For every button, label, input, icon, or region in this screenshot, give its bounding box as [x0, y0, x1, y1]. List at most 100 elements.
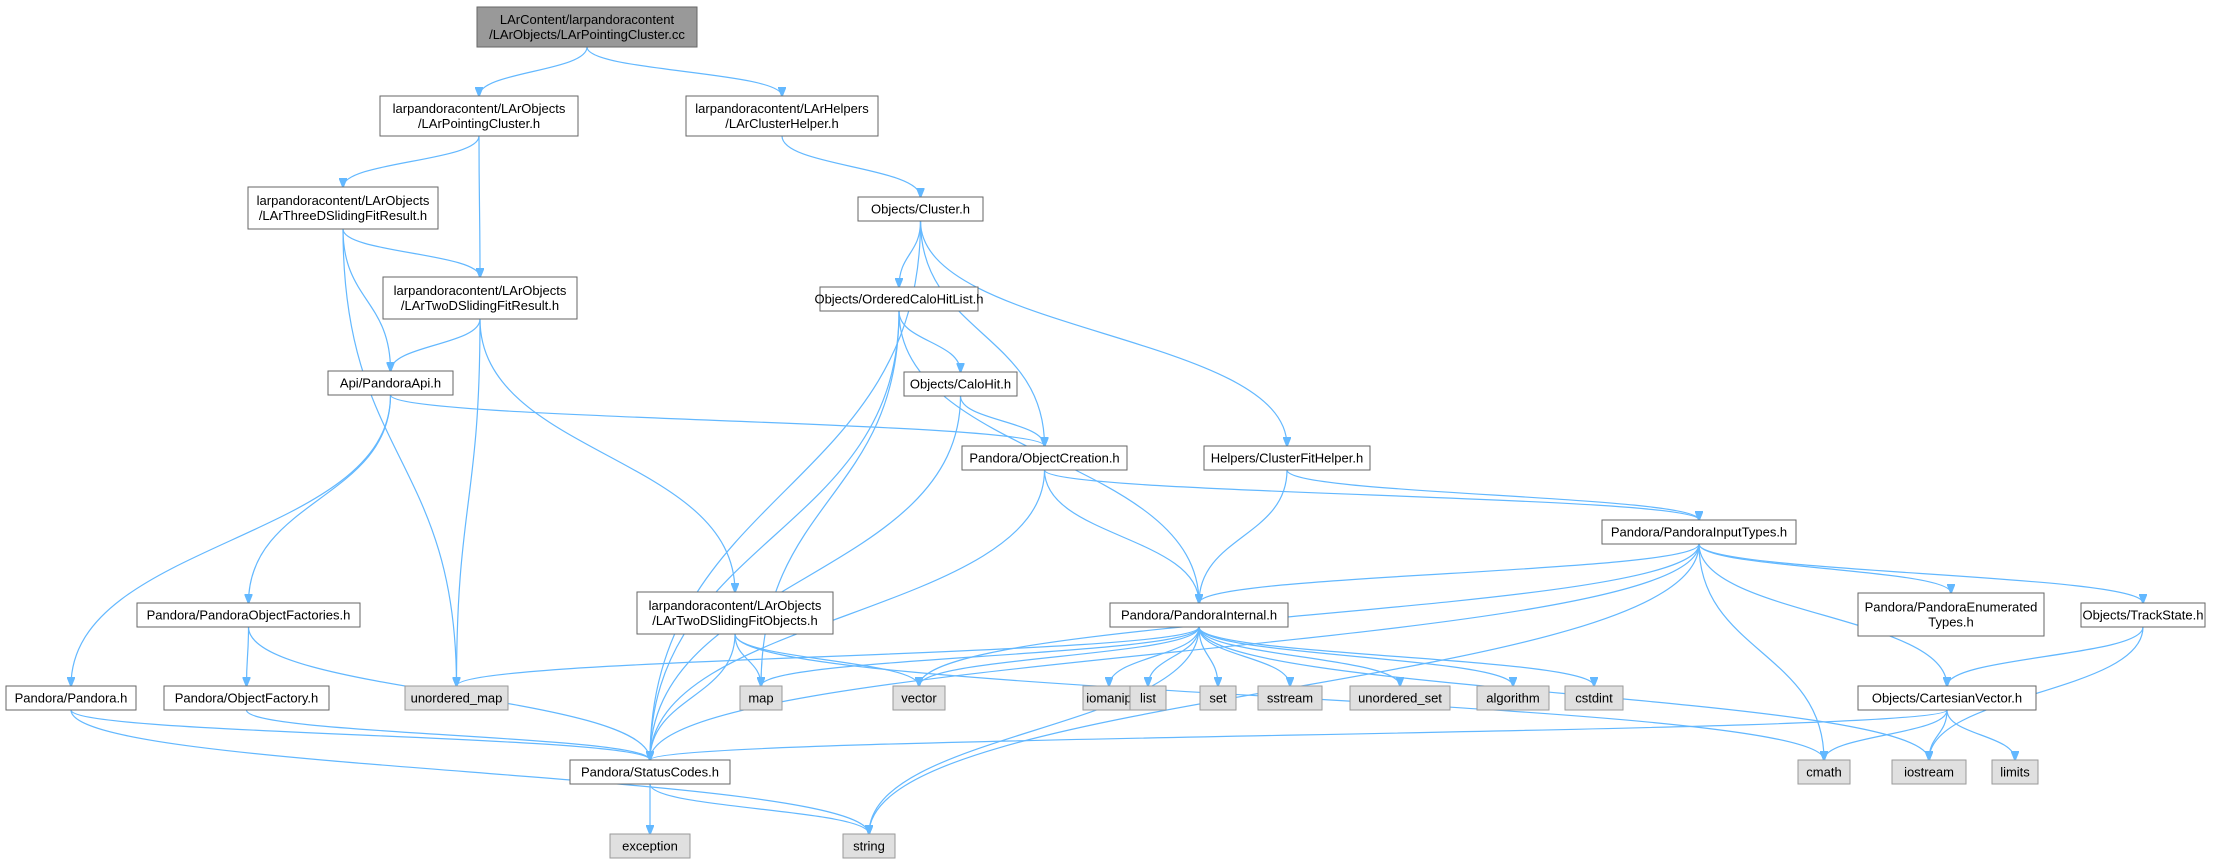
edge-trackstate-h-to-cartesian-h: [1947, 626, 2144, 686]
node-sstream: sstream: [1257, 685, 1323, 711]
node-two-h[interactable]: larpandoracontent/LArObjects/LArTwoDSlid…: [382, 276, 578, 320]
node-box: [2080, 602, 2206, 628]
edge-inputtypes-h-to-enumerated-h: [1698, 543, 1951, 593]
edge-internal-h-to-list: [1148, 626, 1200, 686]
edge-cluster-h-to-statuscodes-h: [650, 220, 922, 760]
edge-two-h-to-unordered-map: [457, 318, 481, 686]
node-box: [842, 833, 896, 859]
node-twoobjects-h[interactable]: larpandoracontent/LArObjects/LArTwoDSlid…: [636, 591, 834, 635]
node-pandora-h[interactable]: Pandora/Pandora.h: [5, 685, 137, 711]
edge-objfactories-h-to-objfactory-h: [247, 626, 249, 686]
node-three-h[interactable]: larpandoracontent/LArObjects/LArThreeDSl…: [247, 186, 439, 230]
edge-root-to-pointing-h: [479, 46, 588, 96]
node-label-line: larpandoracontent/LArObjects: [394, 283, 567, 298]
node-box: [857, 196, 984, 222]
node-label-line: Objects/CaloHit.h: [910, 377, 1011, 392]
edge-pandora-h-to-string: [70, 709, 869, 834]
node-label-line: Objects/OrderedCaloHitList.h: [814, 292, 983, 307]
node-inputtypes-h[interactable]: Pandora/PandoraInputTypes.h: [1601, 519, 1797, 545]
node-cstdint: cstdint: [1564, 685, 1624, 711]
edge-internal-h-to-sstream: [1198, 626, 1290, 686]
node-label-line: Objects/Cluster.h: [871, 202, 970, 217]
node-label-line: exception: [622, 839, 678, 854]
node-clusterhelper-h[interactable]: larpandoracontent/LArHelpers/LArClusterH…: [685, 95, 879, 137]
node-label-line: Pandora/ObjectCreation.h: [969, 451, 1119, 466]
node-box: [1857, 592, 2045, 637]
node-label-line: /LArTwoDSlidingFitResult.h: [401, 298, 559, 313]
node-objfactories-h[interactable]: Pandora/PandoraObjectFactories.h: [136, 602, 361, 628]
edge-internal-h-to-iomanip: [1109, 626, 1200, 686]
node-label-line: Pandora/StatusCodes.h: [581, 765, 719, 780]
edge-three-h-to-unordered-map: [342, 228, 457, 686]
node-map: map: [739, 685, 783, 711]
node-label-line: algorithm: [1486, 691, 1539, 706]
node-box: [892, 685, 946, 711]
node-label-line: iostream: [1904, 765, 1954, 780]
edge-internal-h-to-set: [1198, 626, 1218, 686]
edge-objcreation-h-to-internal-h: [1043, 469, 1200, 603]
node-label-line: unordered_map: [411, 691, 503, 706]
node-cartesian-h[interactable]: Objects/CartesianVector.h: [1857, 685, 2037, 711]
node-objfactory-h[interactable]: Pandora/ObjectFactory.h: [163, 685, 330, 711]
node-label-line: /LArObjects/LArPointingCluster.cc: [489, 27, 685, 42]
node-box: [961, 445, 1128, 471]
node-clusterfit-h[interactable]: Helpers/ClusterFitHelper.h: [1203, 445, 1371, 471]
node-box: [476, 6, 698, 48]
node-box: [1257, 685, 1323, 711]
node-objcreation-h[interactable]: Pandora/ObjectCreation.h: [961, 445, 1128, 471]
node-label-line: /LArTwoDSlidingFitObjects.h: [652, 613, 817, 628]
node-box: [247, 186, 439, 230]
edge-objcreation-h-to-inputtypes-h: [1043, 469, 1700, 520]
node-label-line: vector: [901, 691, 937, 706]
node-box: [609, 833, 691, 859]
node-box: [1082, 685, 1136, 711]
node-trackstate-h[interactable]: Objects/TrackState.h: [2080, 602, 2206, 628]
node-box: [1991, 759, 2039, 785]
node-limits: limits: [1991, 759, 2039, 785]
node-list: list: [1129, 685, 1167, 711]
node-iostream: iostream: [1891, 759, 1967, 785]
node-label-line: Pandora/Pandora.h: [15, 691, 128, 706]
node-label-line: cmath: [1806, 765, 1841, 780]
node-label-line: larpandoracontent/LArObjects: [393, 101, 566, 116]
node-ordered-h[interactable]: Objects/OrderedCaloHitList.h: [814, 286, 984, 312]
node-statuscodes-h[interactable]: Pandora/StatusCodes.h: [569, 759, 731, 785]
edge-internal-h-to-unordered-set: [1198, 626, 1400, 686]
edge-api-h-to-pandora-h: [71, 394, 392, 686]
node-box: [569, 759, 731, 785]
node-label-line: larpandoracontent/LArObjects: [257, 193, 430, 208]
node-box: [1129, 685, 1167, 711]
node-box: [163, 685, 330, 711]
node-pointing-h[interactable]: larpandoracontent/LArObjects/LArPointing…: [379, 95, 579, 137]
node-box: [1601, 519, 1797, 545]
edge-clusterhelper-h-to-cluster-h: [781, 135, 921, 197]
node-set: set: [1199, 685, 1237, 711]
node-box: [1109, 602, 1289, 628]
node-box: [1857, 685, 2037, 711]
node-box: [379, 95, 579, 137]
node-label-line: /LArPointingCluster.h: [418, 116, 540, 131]
node-cluster-h[interactable]: Objects/Cluster.h: [857, 196, 984, 222]
node-calohit-h[interactable]: Objects/CaloHit.h: [903, 371, 1018, 397]
edge-api-h-to-objcreation-h: [389, 394, 1045, 446]
node-label-line: Pandora/PandoraInputTypes.h: [1611, 525, 1787, 540]
edge-objfactory-h-to-statuscodes-h: [245, 709, 651, 760]
edge-ordered-h-to-calohit-h: [898, 310, 961, 372]
node-unordered-set: unordered_set: [1349, 685, 1451, 711]
node-label-line: Pandora/PandoraObjectFactories.h: [147, 608, 351, 623]
edge-internal-h-to-vector: [919, 626, 1200, 686]
edge-pandora-h-to-statuscodes-h: [70, 709, 650, 760]
node-api-h[interactable]: Api/PandoraApi.h: [327, 370, 454, 396]
node-label-line: Pandora/PandoraInternal.h: [1121, 608, 1277, 623]
node-internal-h[interactable]: Pandora/PandoraInternal.h: [1109, 602, 1289, 628]
node-root[interactable]: LArContent/larpandoracontent/LArObjects/…: [476, 6, 698, 48]
node-box: [739, 685, 783, 711]
edge-pointing-h-to-three-h: [343, 135, 480, 187]
node-label-line: cstdint: [1575, 691, 1613, 706]
node-label-line: Pandora/PandoraEnumerated: [1865, 600, 2038, 615]
node-box: [1199, 685, 1237, 711]
edge-calohit-h-to-objcreation-h: [959, 395, 1045, 446]
node-box: [819, 286, 979, 312]
edge-inputtypes-h-to-cmath: [1698, 543, 1824, 760]
